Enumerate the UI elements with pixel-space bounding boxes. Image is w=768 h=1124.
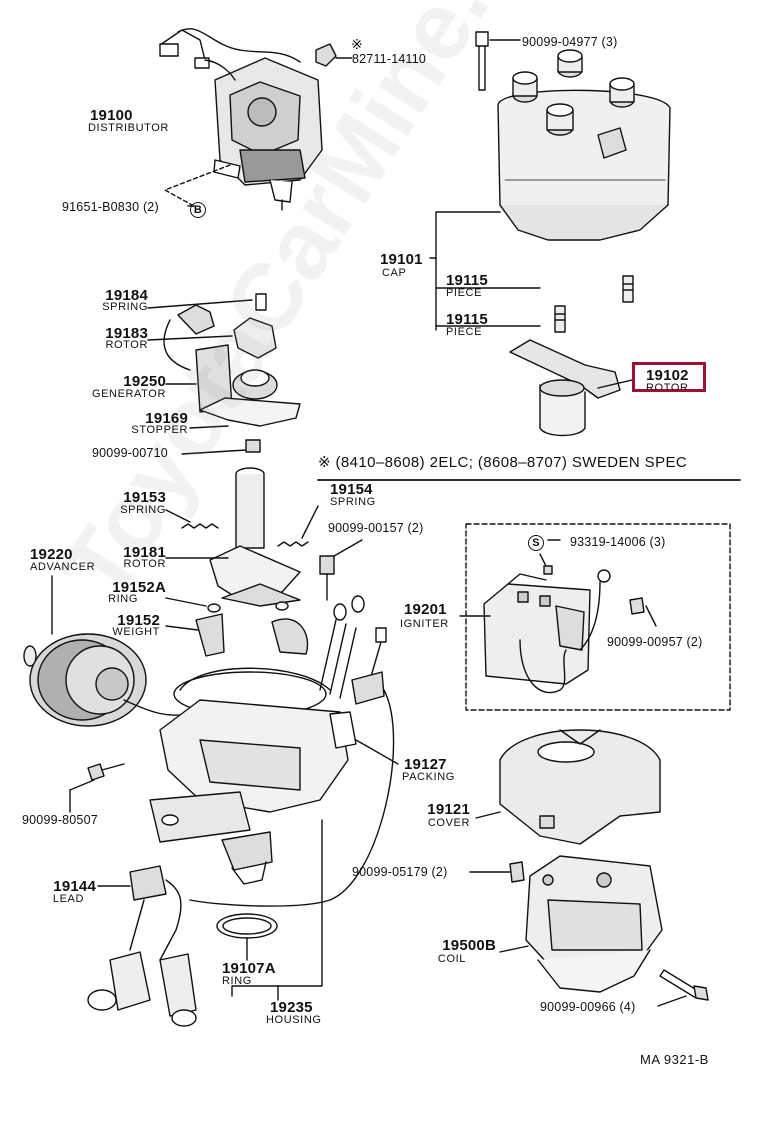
part-number-82711-14110[interactable]: 82711-14110 <box>352 52 427 66</box>
part-number-19100[interactable]: 19100 <box>90 107 133 124</box>
part-number-90099-05179[interactable]: 90099-05179 (2) <box>352 865 448 879</box>
part-number-19184[interactable]: 19184 <box>105 287 148 304</box>
part-number-19107a[interactable]: 19107A <box>222 960 276 977</box>
part-name-lead: LEAD <box>52 893 84 905</box>
part-number-90099-00710[interactable]: 90099-00710 <box>92 446 168 460</box>
part-number-19115-b[interactable]: 19115 <box>446 311 488 328</box>
part-name-stopper: STOPPER <box>131 424 188 436</box>
cover-drawing <box>499 729 661 845</box>
circled-s-symbol: S <box>528 535 544 551</box>
marked-symbol: ※ <box>351 36 363 52</box>
part-number-91651-b0830[interactable]: 91651-B0830 (2) <box>62 200 159 214</box>
part-name-advancer: ADVANCER <box>30 561 96 573</box>
part-name-spring-19184: SPRING <box>102 301 148 313</box>
part-name-packing: PACKING <box>402 771 455 783</box>
part-number-90099-80507[interactable]: 90099-80507 <box>22 813 98 827</box>
part-name-rotor-19102: ROTOR <box>646 382 689 394</box>
part-name-piece-a: PIECE <box>446 287 483 299</box>
highlight-box-19102[interactable] <box>632 362 706 392</box>
governor-drawing <box>181 467 309 657</box>
part-number-19153[interactable]: 19153 <box>123 489 166 506</box>
vacuum-advancer-drawing <box>23 633 197 727</box>
part-number-19250[interactable]: 19250 <box>123 373 166 390</box>
part-number-19181[interactable]: 19181 <box>123 544 166 561</box>
circled-b-symbol: B <box>190 202 206 218</box>
part-name-generator: GENERATOR <box>91 388 166 400</box>
part-number-90099-00157[interactable]: 90099-00157 (2) <box>328 521 424 535</box>
part-name-housing: HOUSING <box>266 1014 322 1026</box>
part-name-spring-19154: SPRING <box>330 496 376 508</box>
part-name-coil: COIL <box>437 953 466 965</box>
part-name-ring-19152a: RING <box>108 593 138 605</box>
part-name-ring-19107a: RING <box>222 975 252 987</box>
part-name-distributor: DISTRIBUTOR <box>88 122 169 134</box>
part-number-19102[interactable]: 19102 <box>646 367 689 384</box>
part-number-19101[interactable]: 19101 <box>380 251 423 268</box>
rotor-drawing <box>509 339 633 437</box>
part-number-19154[interactable]: 19154 <box>330 481 373 498</box>
part-name-cover: COVER <box>427 817 470 829</box>
part-number-19201[interactable]: 19201 <box>404 601 447 618</box>
igniter-drawing <box>483 553 645 694</box>
part-number-19121[interactable]: 19121 <box>427 801 470 818</box>
ignition-coil-drawing <box>525 855 663 993</box>
distributor-assembly-drawing <box>159 28 323 211</box>
figure-reference: MA 9321-B <box>640 1052 709 1067</box>
part-name-igniter: IGNITER <box>400 618 449 630</box>
sweden-spec-note: ※ (8410–8608) 2ELC; (8608–8707) SWEDEN S… <box>318 454 688 471</box>
part-number-19500b[interactable]: 19500B <box>442 937 496 954</box>
part-number-90099-00957[interactable]: 90099-00957 (2) <box>607 635 703 649</box>
lead-wire-drawing <box>87 865 197 1027</box>
part-name-weight: WEIGHT <box>112 626 160 638</box>
part-number-19152a[interactable]: 19152A <box>112 579 166 596</box>
part-name-piece-b: PIECE <box>446 326 483 338</box>
pickup-generator-drawing <box>163 293 301 427</box>
part-name-rotor-19183: ROTOR <box>105 339 148 351</box>
part-number-19144[interactable]: 19144 <box>53 878 96 895</box>
part-number-19235[interactable]: 19235 <box>270 999 313 1016</box>
part-number-19115-a[interactable]: 19115 <box>446 272 488 289</box>
part-number-19183[interactable]: 19183 <box>105 325 148 342</box>
distributor-cap-drawing <box>497 49 671 241</box>
part-number-19169[interactable]: 19169 <box>145 410 188 427</box>
part-number-19220[interactable]: 19220 <box>30 546 73 563</box>
part-name-cap: CAP <box>382 267 407 279</box>
part-number-19127[interactable]: 19127 <box>404 756 447 773</box>
part-number-90099-04977[interactable]: 90099-04977 (3) <box>522 35 618 49</box>
distributor-housing-drawing <box>149 667 349 885</box>
part-name-rotor-19181: ROTOR <box>123 558 166 570</box>
part-name-spring-19153: SPRING <box>120 504 166 516</box>
part-number-93319-14006[interactable]: 93319-14006 (3) <box>570 535 666 549</box>
part-number-19152[interactable]: 19152 <box>117 612 160 629</box>
part-number-90099-00966[interactable]: 90099-00966 (4) <box>540 1000 636 1014</box>
